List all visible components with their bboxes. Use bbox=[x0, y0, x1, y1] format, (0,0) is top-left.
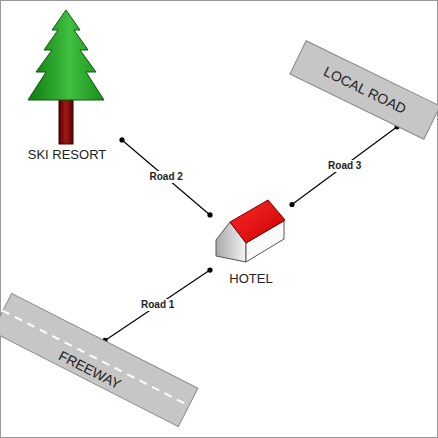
pine-tree bbox=[28, 10, 104, 100]
lane-divider bbox=[2, 311, 189, 406]
road-surface bbox=[0, 293, 198, 426]
road-line bbox=[105, 270, 210, 340]
road-label: Road 3 bbox=[326, 160, 363, 172]
hotel-node: HOTEL bbox=[210, 195, 292, 290]
road-label: Road 1 bbox=[139, 299, 176, 311]
road-band: FREEWAY bbox=[0, 293, 199, 428]
road-end-dot bbox=[289, 202, 294, 207]
ski-resort-node: SKI RESORT bbox=[12, 8, 122, 166]
road-band: LOCAL ROAD bbox=[289, 40, 438, 140]
node-label: HOTEL bbox=[229, 272, 272, 287]
node-label: SKI RESORT bbox=[28, 148, 107, 163]
road-surface bbox=[290, 41, 438, 140]
house-roof bbox=[230, 200, 285, 243]
tree-trunk bbox=[59, 98, 73, 144]
road-end-dot bbox=[119, 137, 124, 142]
road-line bbox=[292, 127, 397, 205]
tree-shape bbox=[12, 8, 122, 166]
road-end-dot bbox=[207, 212, 212, 217]
road-label: Road 2 bbox=[148, 171, 185, 183]
road-line bbox=[122, 140, 210, 215]
band-shape bbox=[0, 293, 199, 428]
road-end-dot bbox=[207, 267, 212, 272]
